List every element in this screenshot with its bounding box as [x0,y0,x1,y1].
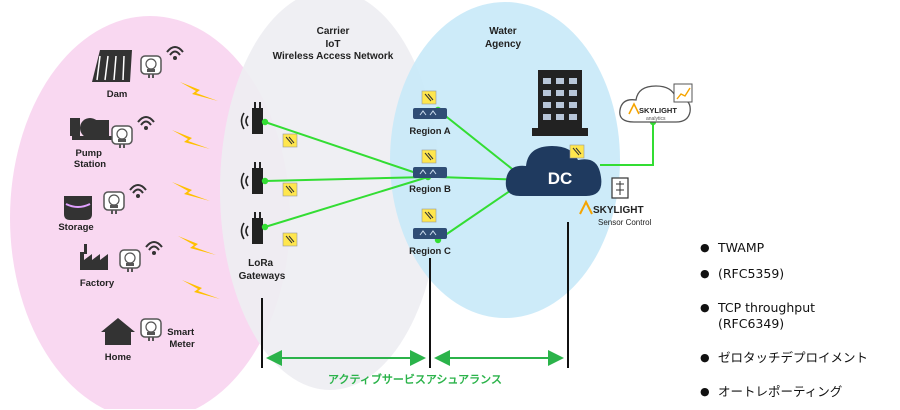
lightning-icon [172,130,210,149]
feature-text: TWAMP [718,240,765,255]
feature-item: ● (RFC5359) [700,266,895,282]
feature-item: ● オートレポーティング [700,384,895,400]
feature-text: オートレポーティング [718,384,843,399]
home-site: Home Smart Meter [101,318,197,363]
region-b-label: Region B [409,184,451,195]
analytics-brand-text: SKYLIGHT [639,106,677,115]
storage-site: Storage [58,184,147,233]
carrier-title-3: Wireless Access Network [273,51,394,62]
factory-site: Factory [80,241,163,289]
dc-cloud: DC [505,144,602,196]
region-c-label: Region C [409,246,451,257]
analytics-sub-label: analytics [646,116,666,122]
bullet-icon: ● [700,241,710,254]
bullet-icon: ● [700,351,710,364]
sensor-tag-icon [282,182,298,197]
sensor-tag-icon [282,232,298,247]
sensor-tag-icon [421,149,437,164]
link-gw3-region-b [264,176,429,228]
sensor-tag-icon [421,208,437,223]
link-dc-analytics [600,122,654,166]
sensor-tag-icon [569,144,585,159]
bullet-icon: ● [700,301,710,314]
router-icon [412,227,448,240]
region-a-label: Region A [409,126,450,137]
analytics-cloud-icon [619,85,691,123]
sensor-tag-icon [282,133,298,148]
water-title-2: Agency [485,39,522,50]
link-gw2-region-b [264,176,429,182]
feature-item: ● ゼロタッチデプロイメント [700,350,895,366]
storage-label: Storage [58,222,93,233]
chart-icon [673,83,693,103]
gateways-label: LoRa Gateways [239,258,286,282]
feature-text: (RFC5359) [718,266,785,281]
bullet-icon: ● [700,385,710,398]
sensor-control: SKYLIGHT Sensor Control [579,177,652,227]
pump-label: Pump Station [74,148,106,170]
lightning-icon [182,280,220,299]
feature-item: ● TWAMP [700,240,895,256]
lightning-icons [172,82,220,299]
boundary-lines [261,222,569,368]
lightning-icon [172,182,210,201]
router-icon [412,166,448,179]
bullet-icon: ● [700,267,710,280]
link-gw1-region-b [264,121,429,178]
factory-icon [80,252,108,270]
feature-item: ● TCP throughput (RFC6349) [700,300,895,332]
feature-text: TCP throughput (RFC6349) [718,300,816,331]
office-building-icon [532,70,588,136]
water-title-1: Water [489,26,517,37]
pump-station-site: Pump Station [70,116,155,170]
skylight-logo-icon [579,199,593,215]
assurance-label: アクティブサービスアシュアランス [328,372,502,386]
sensor-tag-icon [421,90,437,105]
dam-icon [92,50,132,82]
feature-list: ● TWAMP ● (RFC5359) ● TCP throughput (RF… [700,240,895,410]
carrier-title-1: Carrier [317,26,350,37]
carrier-network-zone [220,0,440,390]
link-region-a-dc [437,109,527,181]
skylight-brand-text: SKYLIGHT [593,205,644,216]
factory-label: Factory [80,278,115,289]
region-c: Region C [409,208,451,257]
region-b: Region B [409,149,451,195]
home-icon [101,318,135,345]
skylight-analytics: SKYLIGHT analytics [619,83,693,123]
router-icon [412,107,448,120]
smart-meter-label: Smart Meter [167,327,197,350]
carrier-title-2: IoT [326,39,341,50]
home-label: Home [105,352,131,363]
sensor-control-label: Sensor Control [598,218,652,227]
dam-label: Dam [107,89,128,100]
pump-icon [70,118,112,140]
region-a: Region A [409,90,451,137]
dam-site: Dam [92,46,184,100]
lightning-icon [178,236,216,255]
lightning-icon [180,82,218,101]
dc-label: DC [548,169,573,188]
feature-text: ゼロタッチデプロイメント [718,350,869,365]
field-sites-zone [10,16,290,409]
